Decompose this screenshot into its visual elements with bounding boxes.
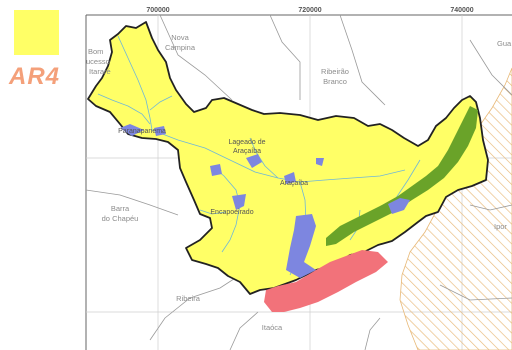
place-itaoca: Itaóca	[262, 323, 283, 332]
town-paranapanema: Paranapanema	[118, 128, 166, 135]
river	[117, 35, 153, 131]
hatched-zone	[399, 67, 512, 350]
place-itarare: Itararé	[89, 67, 111, 76]
coord-label-x3: 740000	[450, 7, 473, 14]
place-nova-campina: Campina	[165, 43, 196, 52]
road	[469, 204, 512, 211]
river	[97, 93, 151, 125]
green-corridor[interactable]	[326, 106, 478, 246]
road-network	[85, 14, 512, 350]
place-bom-sucesso: ucesso	[86, 57, 110, 66]
town-encapoeirado: Encapoeirado	[210, 209, 253, 216]
red-zone[interactable]	[264, 250, 388, 312]
road	[439, 284, 512, 301]
road	[85, 189, 179, 216]
place-ribeira: Ribeira	[176, 294, 201, 303]
coord-label-x1: 700000	[146, 7, 169, 14]
place-ipor: Ipor	[494, 222, 507, 231]
place-gua: Gua	[497, 39, 512, 48]
road	[269, 14, 301, 100]
town-aracaiba: Araçaíba	[280, 180, 308, 187]
legend-label: AR4	[9, 63, 61, 90]
reservoirs	[120, 124, 410, 278]
road	[229, 311, 259, 350]
coord-label-x2: 720000	[298, 7, 321, 14]
river	[199, 209, 227, 215]
place-ribeirao-branco: Branco	[323, 77, 347, 86]
basin-polygon[interactable]	[87, 21, 489, 295]
town-lageado: Araçaíba	[233, 148, 261, 155]
road	[149, 274, 241, 341]
road	[364, 317, 381, 350]
legend-swatch	[14, 10, 59, 55]
reservoir	[316, 158, 324, 166]
reservoir	[120, 124, 144, 136]
reservoir	[286, 214, 316, 278]
reservoir	[232, 194, 246, 210]
road	[339, 14, 386, 106]
reservoir	[246, 154, 262, 168]
place-barra-do-chapeu: do Chapéu	[102, 214, 139, 223]
river	[149, 95, 173, 111]
reservoir	[388, 198, 410, 214]
road	[159, 14, 233, 101]
place-bom-sucesso: Bom	[88, 47, 103, 56]
place-nova-campina: Nova	[171, 33, 189, 42]
reservoir	[154, 126, 166, 136]
place-ribeirao-branco: Ribeirão	[321, 67, 349, 76]
road	[469, 39, 512, 96]
town-lageado: Lageado de	[229, 139, 266, 146]
place-barra-do-chapeu: Barra	[111, 204, 130, 213]
reservoir	[284, 172, 296, 184]
basin-ar4[interactable]	[87, 21, 489, 295]
reservoir	[210, 164, 222, 176]
